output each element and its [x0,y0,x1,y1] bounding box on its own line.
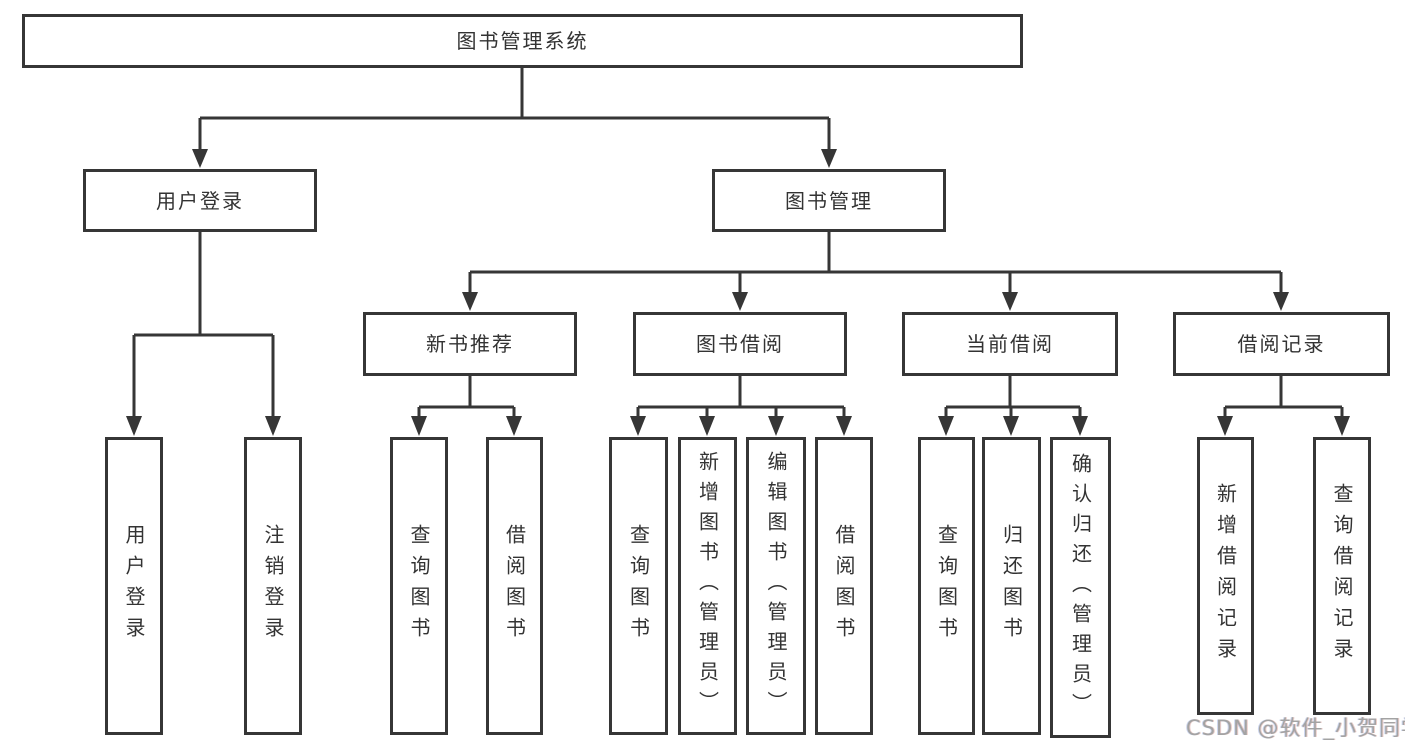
connector-borrow-records [1217,376,1350,436]
leaf-add-borrow-record: 新增借阅记录 [1197,437,1254,715]
connector-root [192,68,837,168]
node-root: 图书管理系统 [22,14,1023,68]
leaf-newrec-query-books: 查询图书 [390,437,448,735]
leaf-current-query-books: 查询图书 [918,437,975,735]
node-borrow-records: 借阅记录 [1173,312,1390,376]
leaf-add-books-admin: 新增图书（管理员） [678,437,737,735]
connector-new-rec [411,376,522,436]
node-new-book-recommend: 新书推荐 [363,312,577,376]
leaf-user-login: 用户登录 [105,437,163,735]
node-book-mgmt: 图书管理 [712,169,946,232]
leaf-confirm-return-admin: 确认归还（管理员） [1050,437,1111,738]
connector-current-borrow [938,376,1088,436]
leaf-edit-books-admin: 编辑图书（管理员） [746,437,806,735]
leaf-return-books: 归还图书 [982,437,1041,735]
leaf-borrow-query-books: 查询图书 [609,437,668,735]
connector-user-login [126,232,281,436]
leaf-query-borrow-record: 查询借阅记录 [1313,437,1371,715]
leaf-newrec-borrow-books: 借阅图书 [486,437,543,735]
connector-book-borrow [630,376,852,436]
node-current-borrow: 当前借阅 [902,312,1118,376]
node-user-login: 用户登录 [83,169,317,232]
leaf-borrow-borrow-books: 借阅图书 [815,437,873,735]
csdn-watermark: CSDN @软件_小贺同学 [1186,716,1405,740]
connector-book-mgmt [462,232,1289,311]
node-book-borrow: 图书借阅 [633,312,847,376]
leaf-logout: 注销登录 [244,437,302,735]
